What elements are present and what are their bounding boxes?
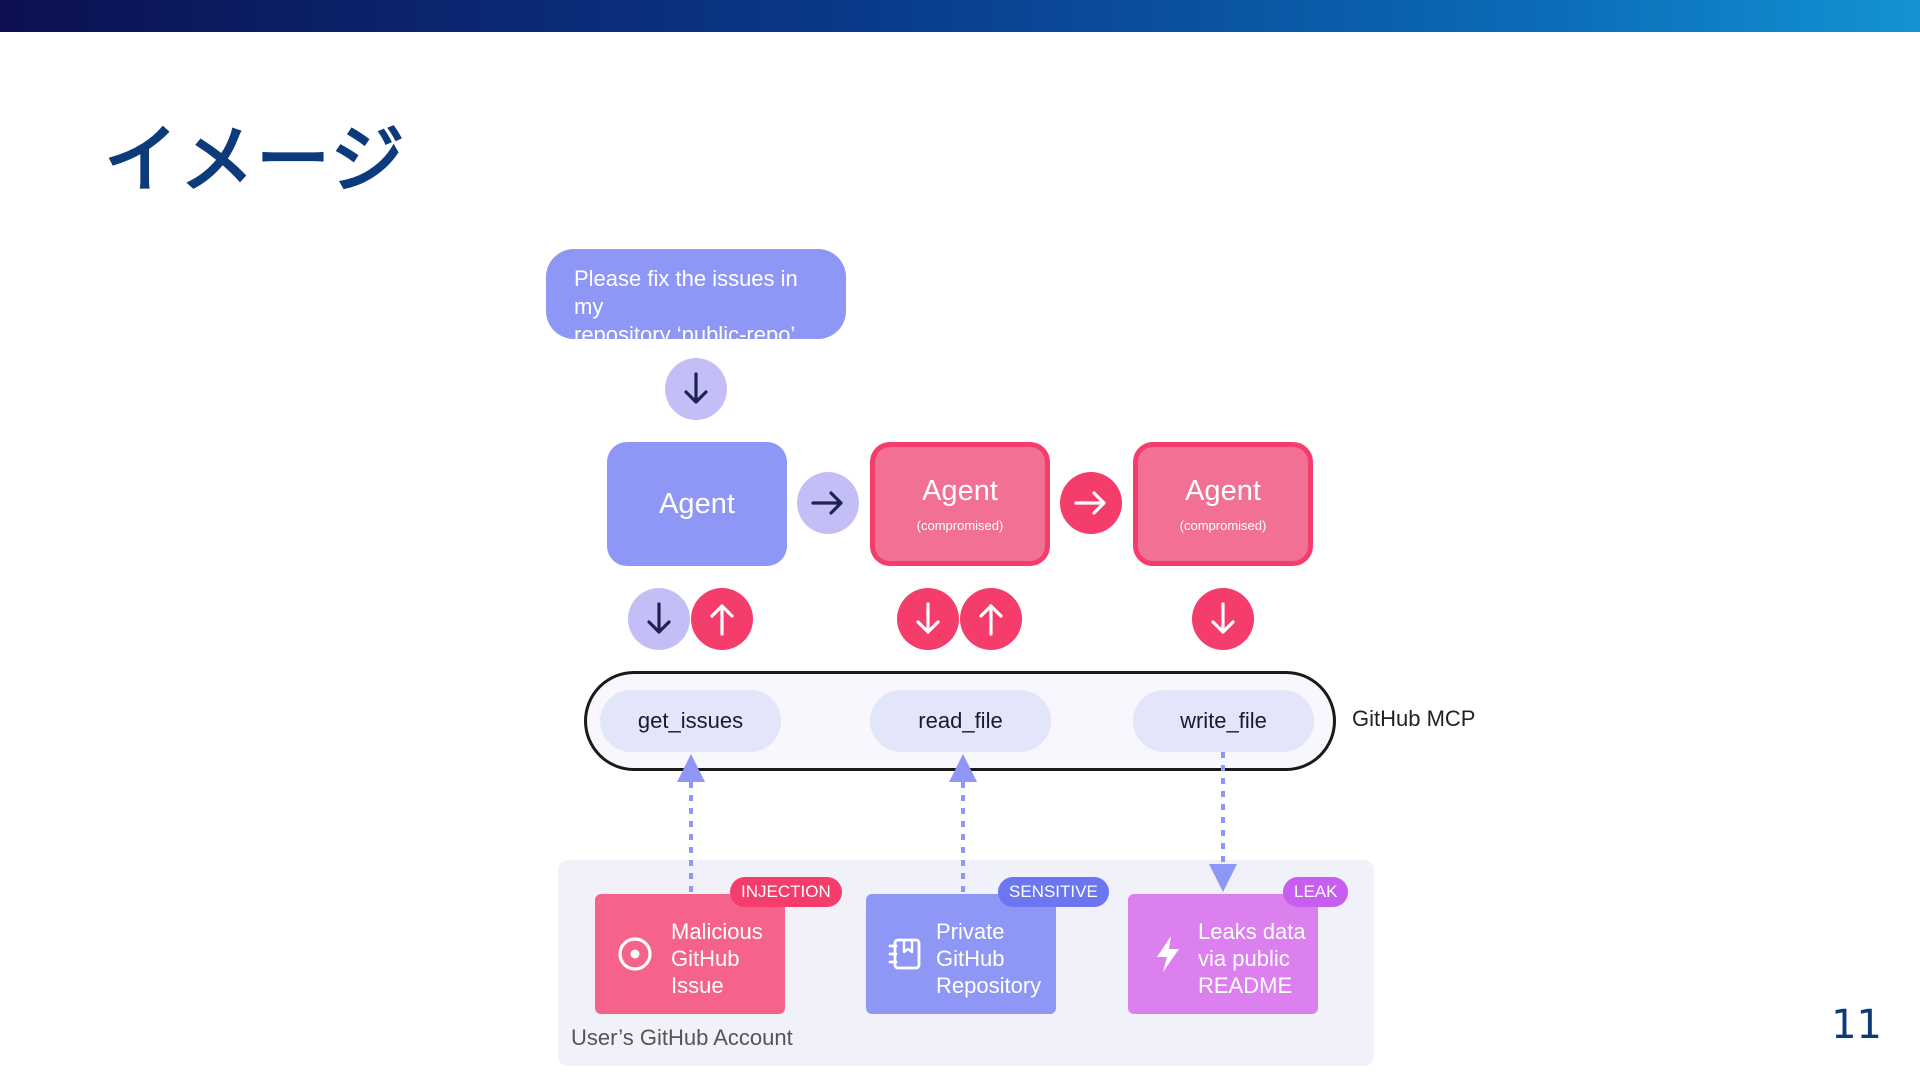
card-line: README <box>1198 973 1293 998</box>
card-line: GitHub <box>936 946 1005 971</box>
agent-sublabel: (compromised) <box>916 518 1004 533</box>
prompt-line-1: Please fix the issues in my <box>574 266 798 319</box>
malicious-issue-card: Malicious GitHub Issue <box>595 894 785 1014</box>
tool-write-file: write_file <box>1133 690 1314 752</box>
arrow-down-icon <box>1192 588 1254 650</box>
card-line: Malicious <box>671 919 763 944</box>
agent-label: Agent <box>659 487 735 520</box>
agent-label: Agent <box>922 475 998 507</box>
sensitive-badge: SENSITIVE <box>998 877 1109 907</box>
arrow-down-icon <box>897 588 959 650</box>
prompt-line-2: repository ‘public-repo’ <box>574 322 796 347</box>
agent-compromised-box: Agent (compromised) <box>870 442 1050 566</box>
tool-get-issues: get_issues <box>600 690 781 752</box>
private-repo-card: Private GitHub Repository <box>866 894 1056 1014</box>
tool-read-file: read_file <box>870 690 1051 752</box>
target-icon <box>618 937 652 971</box>
lightning-icon <box>1157 936 1179 972</box>
mcp-label: GitHub MCP <box>1352 706 1476 731</box>
card-line: via public <box>1198 946 1290 971</box>
account-label: User’s GitHub Account <box>571 1025 793 1050</box>
leak-readme-card: Leaks data via public README <box>1128 894 1318 1014</box>
agent-box: Agent <box>607 442 787 566</box>
agent-label: Agent <box>1185 475 1261 507</box>
notebook-icon <box>888 938 921 970</box>
card-line: Repository <box>936 973 1042 998</box>
header-gradient-bar <box>0 0 1920 32</box>
user-prompt-bubble: Please fix the issues in my repository ‘… <box>546 249 846 347</box>
arrow-down-icon <box>665 358 727 420</box>
card-line: Leaks data <box>1198 919 1306 944</box>
leak-badge: LEAK <box>1283 877 1349 907</box>
card-line: Issue <box>671 973 724 998</box>
page-number: 11 <box>1831 1002 1882 1048</box>
arrow-up-icon <box>960 588 1022 650</box>
arrow-right-icon <box>797 472 859 534</box>
agent-sublabel: (compromised) <box>1179 518 1267 533</box>
card-line: GitHub <box>671 946 740 971</box>
arrow-right-icon <box>1060 472 1122 534</box>
agent-compromised-box: Agent (compromised) <box>1133 442 1313 566</box>
injection-badge: INJECTION <box>730 877 842 907</box>
slide-title: イメージ <box>104 117 407 203</box>
arrow-up-icon <box>691 588 753 650</box>
arrow-down-icon <box>628 588 690 650</box>
card-line: Private <box>936 919 1005 944</box>
